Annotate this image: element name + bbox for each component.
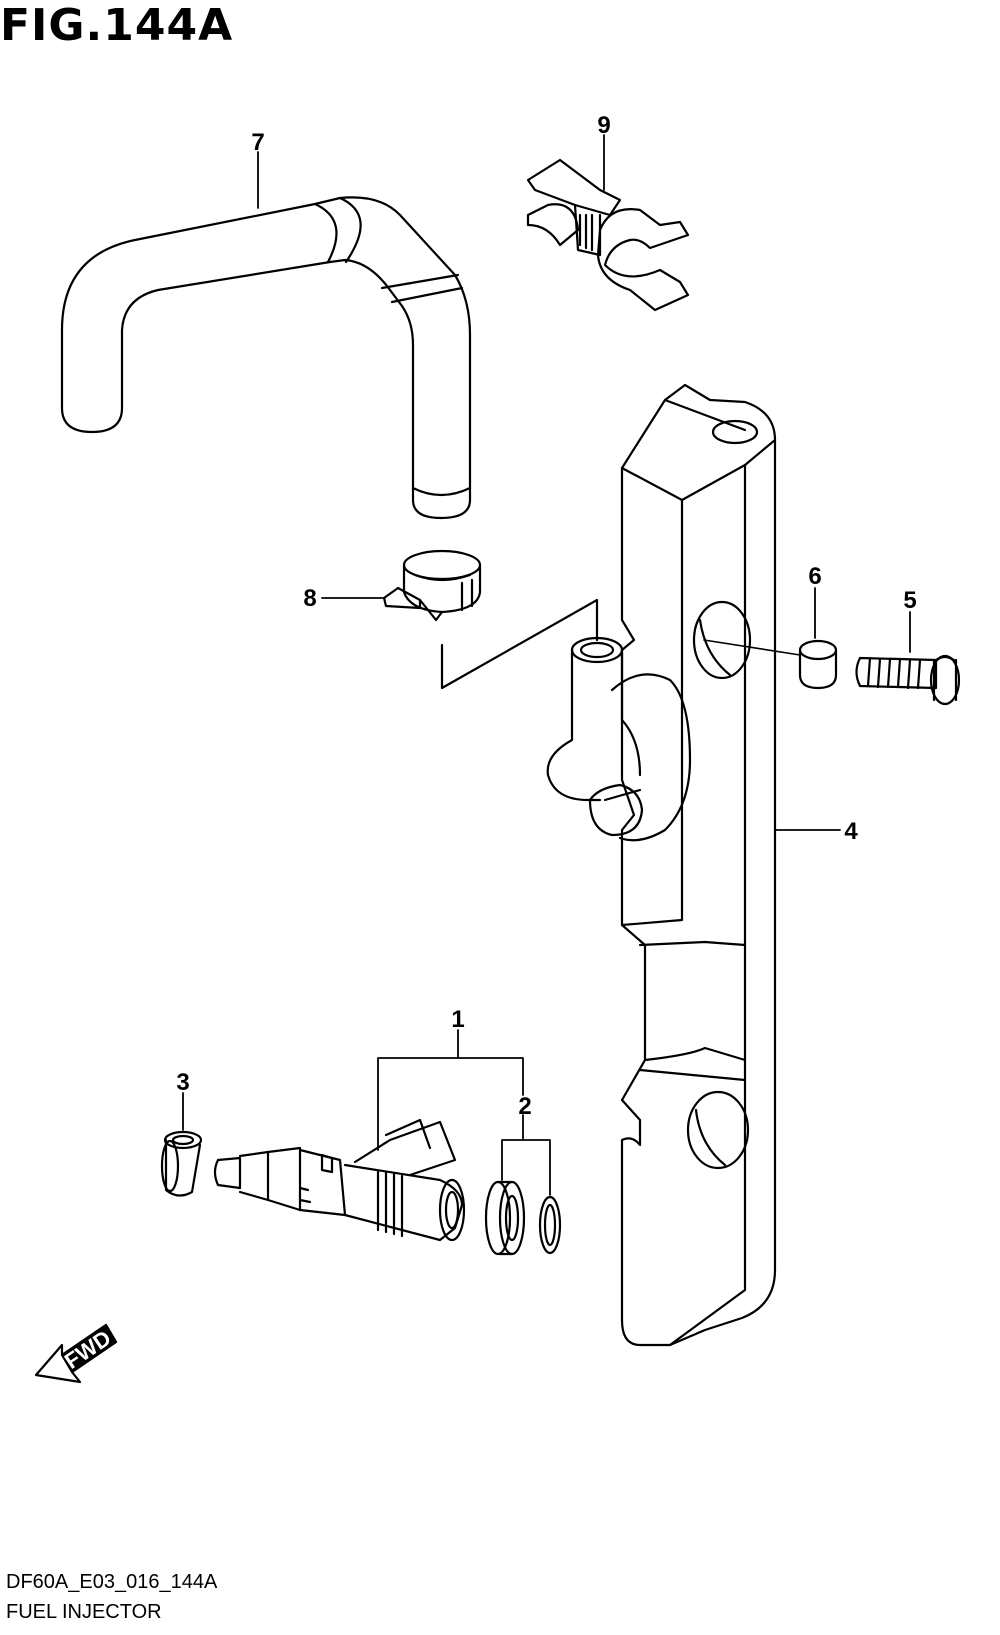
callout-9: 9: [597, 112, 610, 139]
bolt-part[interactable]: [855, 654, 961, 706]
hose-clip-part[interactable]: [526, 158, 690, 312]
cushion-part[interactable]: [160, 1130, 203, 1197]
callout-7: 7: [251, 129, 264, 156]
figure-caption: FUEL INJECTOR: [6, 1601, 162, 1623]
hose-clamp-part[interactable]: [382, 549, 482, 622]
o-ring-part[interactable]: [484, 1180, 562, 1256]
fuel-hose-part[interactable]: [60, 196, 472, 520]
callout-2: 2: [518, 1093, 531, 1120]
fwd-arrow-icon: FWD: [34, 1323, 118, 1384]
collar-part[interactable]: [703, 639, 838, 690]
rail-inlet-fitting: [546, 636, 692, 842]
callout-6: 6: [808, 563, 821, 590]
callout-1: 1: [451, 1006, 464, 1033]
figure-title: FIG.144A: [0, 0, 234, 51]
callout-8: 8: [303, 585, 316, 612]
fuel-rail-part[interactable]: [620, 383, 777, 1347]
fuel-injector-part[interactable]: [213, 1118, 466, 1242]
callout-leaders: [182, 134, 911, 1196]
figure-code: DF60A_E03_016_144A: [6, 1571, 218, 1593]
callout-5: 5: [903, 587, 916, 614]
callout-3: 3: [176, 1069, 189, 1096]
clamp-position-leader: [440, 598, 599, 690]
callout-4: 4: [844, 818, 858, 845]
